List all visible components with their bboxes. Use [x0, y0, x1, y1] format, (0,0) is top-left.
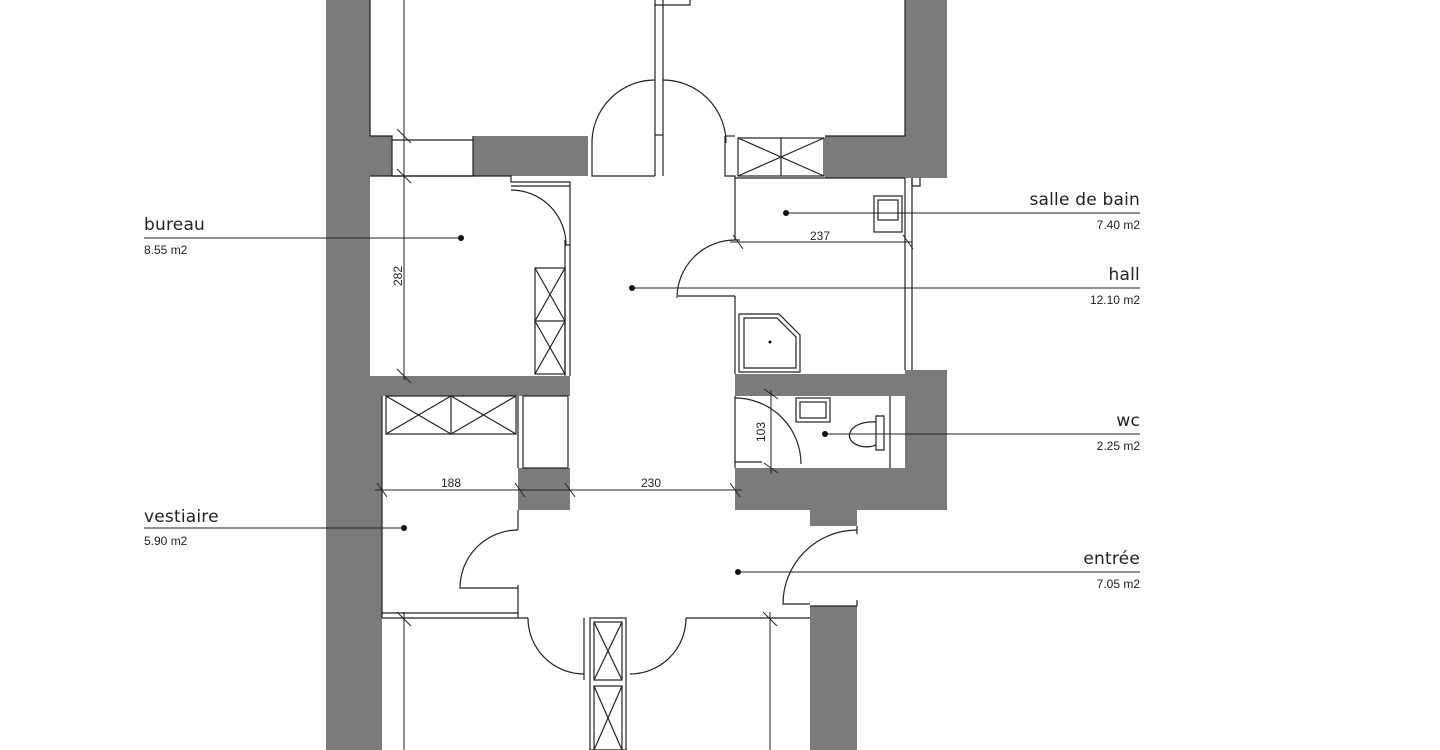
room-area-vestiaire: 5.90 m2 — [144, 534, 188, 548]
dim-label-103: 103 — [754, 422, 768, 442]
room-area-entree: 7.05 m2 — [1097, 577, 1141, 591]
room-area-salle-de-bain: 7.40 m2 — [1097, 218, 1141, 232]
room-area-wc: 2.25 m2 — [1097, 439, 1141, 453]
walls — [326, 0, 947, 750]
sink-icon — [873, 195, 903, 233]
closets — [385, 137, 825, 750]
wc-sink-icon — [795, 397, 831, 423]
room-area-bureau: 8.55 m2 — [144, 243, 188, 257]
shower-icon — [738, 313, 801, 373]
room-name-vestiaire: vestiaire — [144, 507, 219, 527]
room-name-bureau: bureau — [144, 215, 205, 235]
room-name-wc: wc — [1116, 411, 1140, 431]
dim-label-237: 237 — [810, 229, 830, 243]
room-name-entree: entrée — [1083, 549, 1140, 569]
dim-label-188: 188 — [441, 476, 461, 490]
toilet-icon — [875, 415, 885, 451]
room-name-salle-de-bain: salle de bain — [1029, 190, 1140, 210]
room-name-hall: hall — [1109, 265, 1140, 285]
room-area-hall: 12.10 m2 — [1090, 293, 1140, 307]
doors — [459, 79, 858, 675]
fixtures — [738, 195, 903, 451]
dimension-lines — [375, 0, 914, 750]
dim-label-230: 230 — [641, 476, 661, 490]
dim-label-282: 282 — [391, 266, 405, 286]
room-labels: bureau 8.55 m2 salle de bain 7.40 m2 hal… — [144, 190, 1140, 591]
